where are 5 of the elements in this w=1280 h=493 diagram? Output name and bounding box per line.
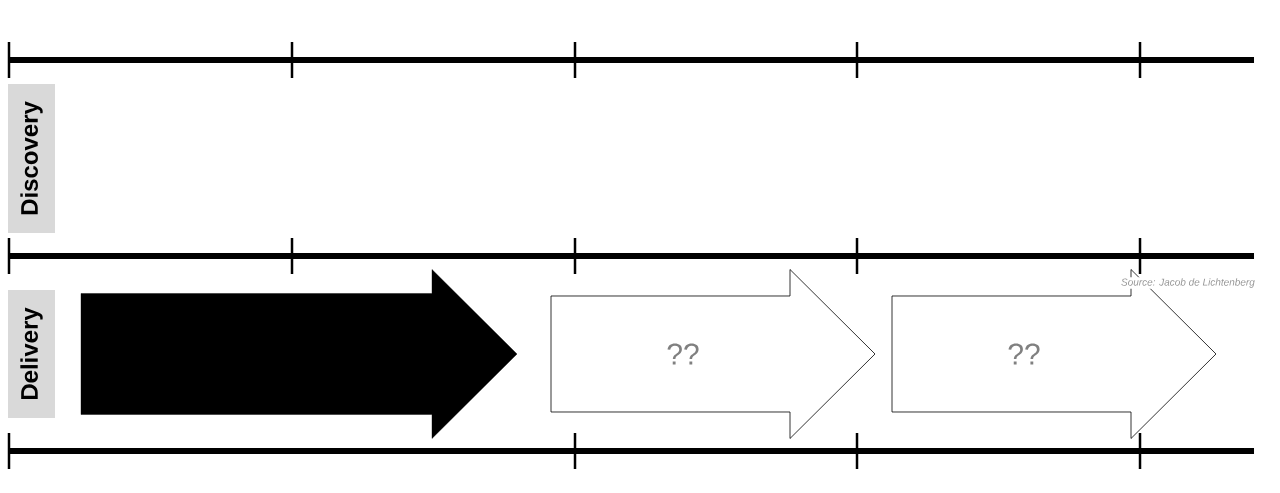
lane-label: Delivery xyxy=(8,290,55,418)
phase-block: ?? xyxy=(550,269,876,439)
phase-block xyxy=(80,269,518,439)
lane-label: Discovery xyxy=(8,84,55,233)
source-note: Source: Jacob de Lichtenberg xyxy=(1120,277,1256,289)
